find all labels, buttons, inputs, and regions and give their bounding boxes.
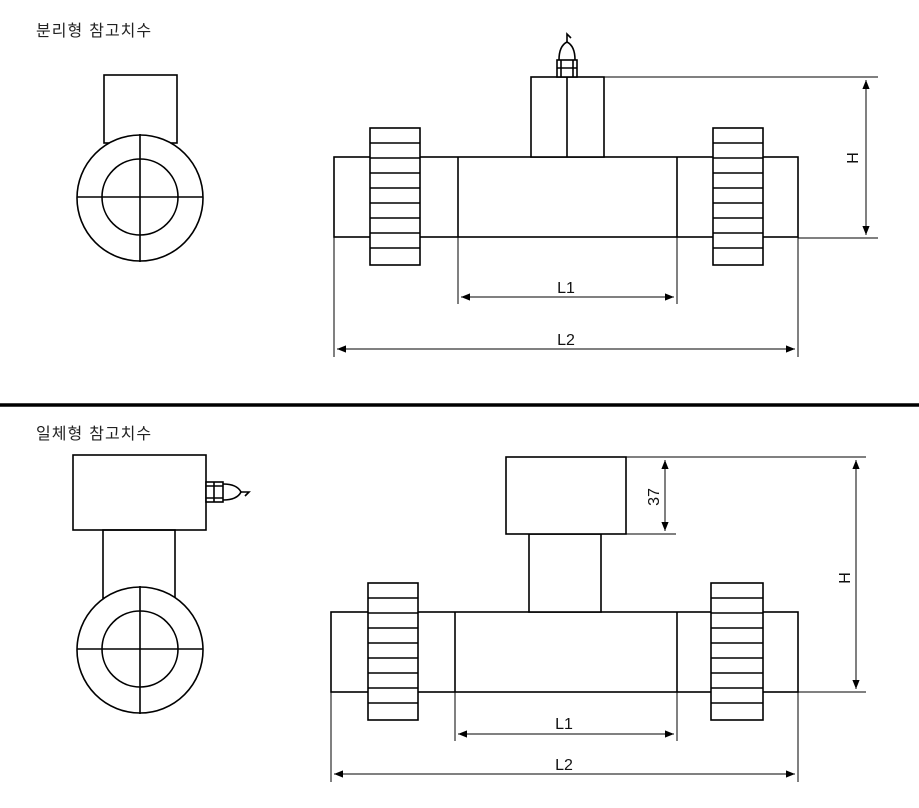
separated-cable-gland xyxy=(556,32,578,78)
integrated-stem xyxy=(528,533,602,613)
separated-front-view xyxy=(333,32,799,266)
integrated-l2-label: L2 xyxy=(555,757,573,774)
integrated-left-union-nut xyxy=(367,582,419,721)
separated-l2-label: L2 xyxy=(557,332,575,349)
separated-l1-label: L1 xyxy=(557,280,575,297)
separated-side-stem xyxy=(103,74,178,144)
integrated-l1-label: L1 xyxy=(555,716,573,733)
integrated-side-cable-gland xyxy=(205,481,251,503)
section-title-separated: 분리형 참고치수 xyxy=(36,21,153,40)
integrated-dimensions xyxy=(330,456,866,782)
integrated-side-view xyxy=(72,454,251,714)
separated-h-label: H xyxy=(845,152,862,164)
separated-right-union-nut xyxy=(712,127,764,266)
integrated-h-label: H xyxy=(837,572,854,584)
separated-dimensions xyxy=(333,76,878,357)
integrated-side-head xyxy=(72,454,207,531)
integrated-front-view xyxy=(330,456,799,721)
integrated-right-union-nut xyxy=(710,582,764,721)
section-title-integrated: 일체형 참고치수 xyxy=(36,424,153,443)
separated-left-union-nut xyxy=(369,127,421,266)
separated-side-view xyxy=(76,74,204,262)
integrated-head xyxy=(505,456,627,535)
integrated-head-label: 37 xyxy=(646,488,663,506)
